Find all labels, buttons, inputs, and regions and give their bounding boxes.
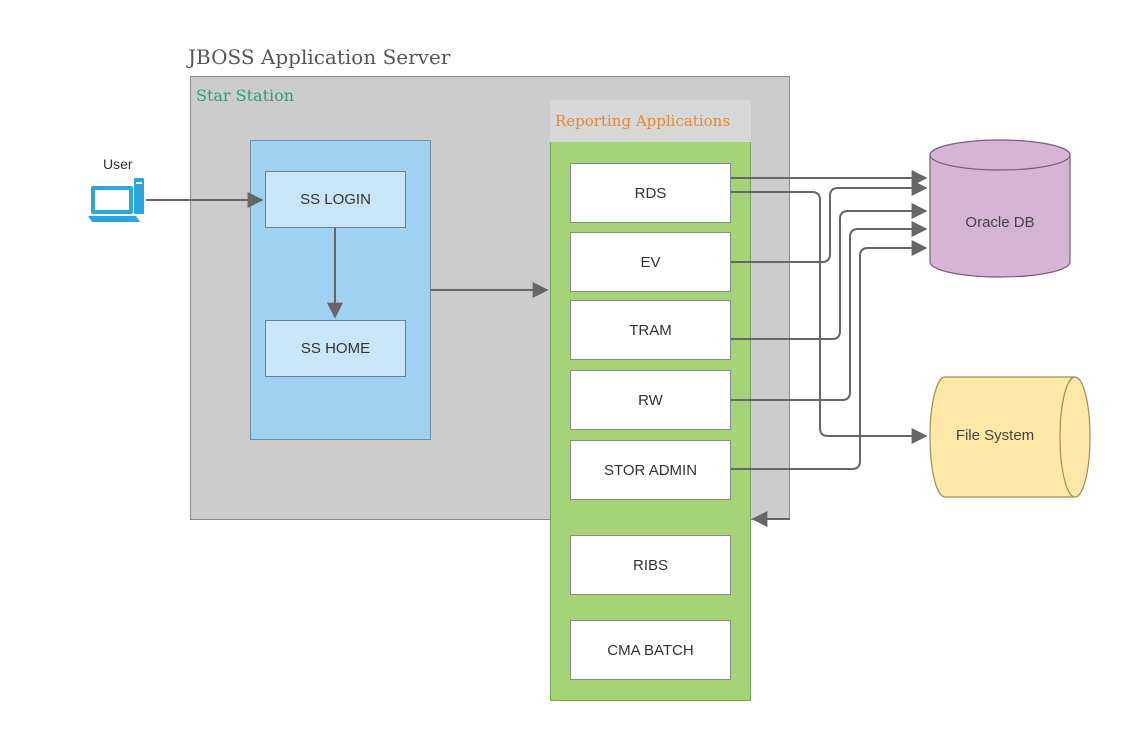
ss-login-box[interactable]: SS LOGIN — [265, 171, 406, 228]
app-ribs[interactable]: RIBS — [570, 535, 731, 595]
reporting-applications-header — [550, 100, 751, 142]
server-title: JBOSS Application Server — [188, 45, 451, 69]
app-rw[interactable]: RW — [570, 370, 731, 430]
file-system-label: File System — [955, 427, 1035, 444]
app-rds[interactable]: RDS — [570, 163, 731, 223]
app-cma-batch[interactable]: CMA BATCH — [570, 620, 731, 680]
star-station-label: Star Station — [196, 86, 295, 105]
file-system-cylinder[interactable] — [929, 376, 1091, 498]
user-label: User — [103, 156, 133, 172]
ss-home-box[interactable]: SS HOME — [265, 320, 406, 377]
desktop-computer-icon[interactable] — [88, 176, 146, 224]
app-ev[interactable]: EV — [570, 232, 731, 292]
reporting-applications-label: Reporting Applications — [555, 112, 731, 130]
app-stor-admin[interactable]: STOR ADMIN — [570, 440, 731, 500]
oracle-db-cylinder[interactable] — [929, 139, 1071, 278]
app-tram[interactable]: TRAM — [570, 300, 731, 360]
oracle-db-label: Oracle DB — [965, 214, 1035, 231]
